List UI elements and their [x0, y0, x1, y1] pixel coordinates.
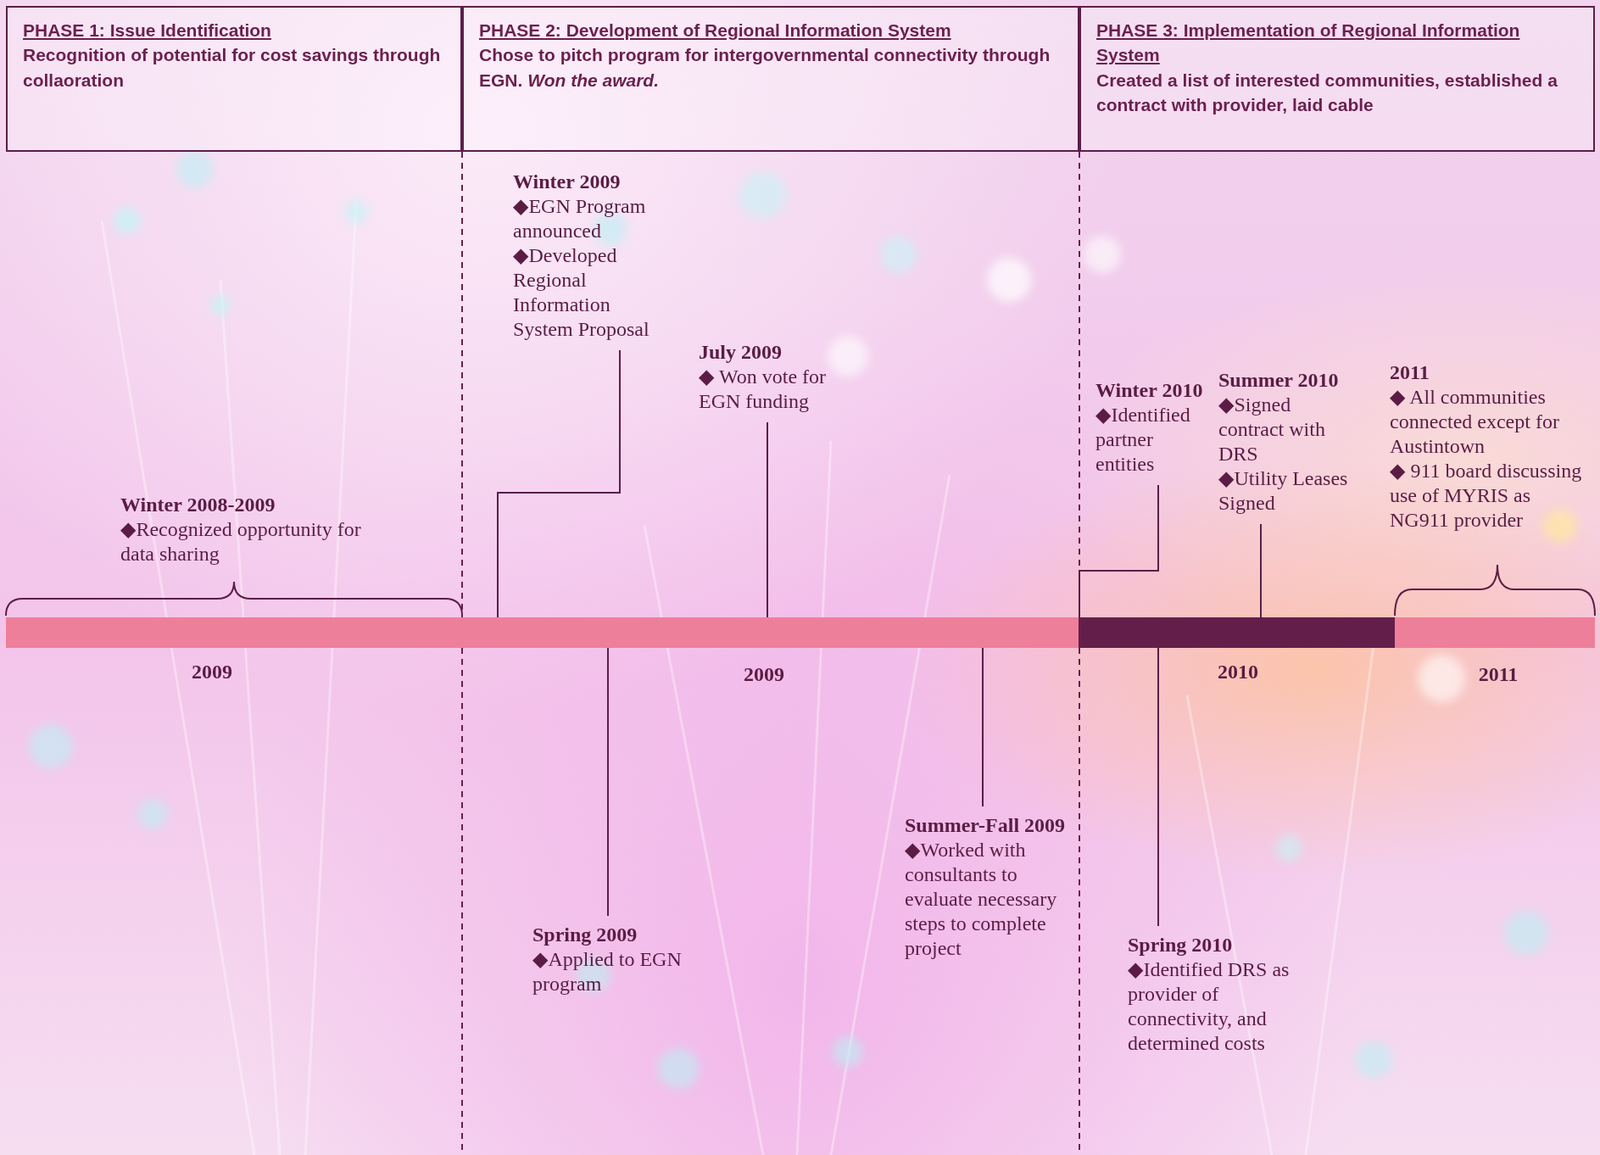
phase-heading: PHASE 2: Development of Regional Informa…: [479, 17, 1063, 43]
event-date: Spring 2010: [1127, 932, 1302, 958]
phase-description: Recognition of potential for cost saving…: [22, 44, 441, 90]
event-group: Spring 2010◆Identified DRS as provider o…: [1127, 932, 1302, 1056]
year-marker: 2010: [1217, 659, 1259, 685]
event-date: Summer 2010: [1218, 367, 1361, 393]
event-item: ◆Recognized opportunity for data sharing: [120, 517, 367, 567]
event-item: ◆Applied to EGN program: [532, 947, 694, 997]
fiber-strand: [797, 440, 831, 1155]
fiber-strand: [305, 203, 357, 1155]
phase-divider: [461, 151, 463, 1155]
event-group: 2011◆ All communities connected except f…: [1389, 360, 1594, 533]
event-item: ◆Identified DRS as provider of connectiv…: [1127, 957, 1302, 1056]
event-group: Summer 2010◆Signed contract with DRS◆Uti…: [1218, 367, 1361, 516]
year-marker: 2009: [191, 659, 233, 685]
phase-heading: PHASE 3: Implementation of Regional Info…: [1096, 17, 1578, 68]
phase-heading: PHASE 1: Issue Identification: [22, 17, 446, 43]
event-date: Winter 2009: [512, 169, 668, 195]
bokeh: [1083, 235, 1121, 274]
fiber-strand: [101, 220, 255, 1155]
phase-body: Created a list of interested communities…: [1096, 67, 1578, 118]
event-item: ◆EGN Program announced: [512, 194, 668, 244]
fiber-strand: [1305, 644, 1374, 1155]
event-item: ◆Developed Regional Information System P…: [512, 243, 668, 342]
phase-description: Created a list of interested communities…: [1096, 70, 1558, 115]
year-label: 2009: [743, 662, 785, 687]
phase-box: PHASE 2: Development of Regional Informa…: [462, 5, 1080, 152]
event-item: ◆ Won vote for EGN funding: [698, 364, 845, 414]
event-item: ◆Worked with consultants to evaluate nec…: [904, 837, 1075, 961]
leader-line: [981, 647, 984, 807]
event-item: ◆Identified partner entities: [1095, 402, 1215, 477]
bokeh: [1417, 654, 1466, 703]
phase-body: Chose to pitch program for intergovernme…: [479, 42, 1063, 93]
bokeh: [1543, 508, 1578, 543]
event-item: ◆ All communities connected except for A…: [1389, 384, 1594, 459]
year-label: 2009: [191, 659, 233, 685]
leader-line: [766, 422, 769, 618]
event-date: Winter 2010: [1095, 378, 1215, 403]
phase-divider: [1078, 151, 1081, 1155]
fiber-strands: [101, 203, 1374, 1155]
event-group: July 2009◆ Won vote for EGN funding: [698, 340, 845, 414]
leader-line: [607, 647, 609, 916]
bokeh: [827, 335, 869, 377]
period-brace: [5, 581, 463, 616]
leader-line: [1259, 524, 1262, 618]
bokeh: [1504, 910, 1549, 955]
leader-line: [497, 350, 620, 618]
event-group: Winter 2008-2009◆Recognized opportunity …: [120, 492, 367, 567]
phase-emphasis: Won the award.: [527, 70, 659, 90]
fiber-strand: [1187, 695, 1272, 1155]
event-item: ◆Signed contract with DRS: [1218, 392, 1361, 467]
fiber-strand: [220, 279, 280, 1155]
bokeh: [344, 200, 368, 224]
event-date: July 2009: [698, 340, 845, 365]
bokeh: [28, 724, 73, 769]
year-label: 2010: [1217, 659, 1259, 685]
leader-line: [1157, 647, 1160, 926]
bokeh: [176, 150, 214, 189]
event-date: Spring 2009: [532, 922, 694, 948]
bokeh: [986, 257, 1032, 302]
event-group: Winter 2009◆EGN Program announced◆Develo…: [512, 169, 668, 342]
bokeh: [113, 206, 141, 235]
phase-box: PHASE 3: Implementation of Regional Info…: [1079, 5, 1595, 152]
timeline-highlight: [1078, 617, 1395, 648]
bokeh: [1354, 1041, 1393, 1079]
bokeh: [832, 1036, 864, 1067]
bokeh: [1275, 834, 1303, 862]
bokeh: [657, 1048, 699, 1089]
bokeh: [137, 798, 168, 830]
event-date: 2011: [1389, 360, 1594, 385]
event-date: Summer-Fall 2009: [904, 813, 1075, 838]
leader-line: [1079, 485, 1159, 618]
event-item: ◆Utility Leases Signed: [1218, 466, 1361, 516]
event-group: Summer-Fall 2009◆Worked with consultants…: [904, 813, 1075, 961]
bokeh: [739, 171, 787, 219]
year-marker: 2009: [743, 662, 785, 687]
timeline-bar: [5, 617, 1595, 648]
bokeh: [210, 295, 231, 316]
bokeh: [880, 235, 918, 274]
period-brace: [1394, 564, 1595, 616]
year-label: 2011: [1478, 662, 1519, 687]
event-group: Spring 2009◆Applied to EGN program: [532, 922, 694, 997]
event-date: Winter 2008-2009: [120, 492, 367, 518]
phase-body: Recognition of potential for cost saving…: [22, 42, 446, 93]
event-group: Winter 2010◆Identified partner entities: [1095, 378, 1215, 477]
year-marker: 2011: [1478, 662, 1519, 687]
event-item: ◆ 911 board discussing use of MYRIS as N…: [1389, 458, 1594, 533]
phase-box: PHASE 1: Issue IdentificationRecognition…: [5, 5, 463, 152]
